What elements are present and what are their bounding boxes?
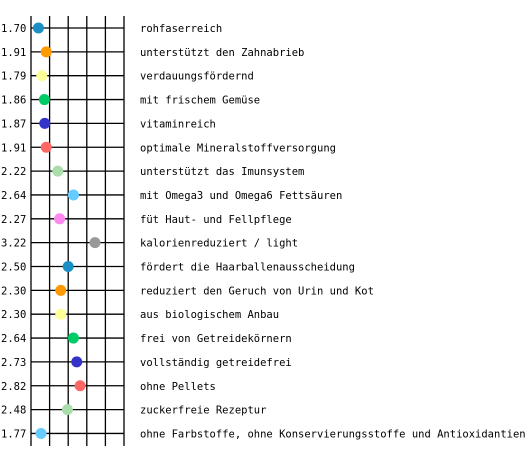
data-point	[61, 404, 73, 416]
data-points	[32, 22, 101, 439]
data-point	[67, 332, 79, 344]
value-label: 1.77	[1, 428, 26, 440]
category-label: verdauungsfördernd	[140, 71, 254, 83]
data-point	[89, 237, 101, 249]
data-point	[71, 356, 83, 368]
category-label: unterstützt den Zahnabrieb	[140, 47, 304, 59]
category-label: vitaminreich	[140, 118, 216, 130]
data-point	[67, 189, 79, 201]
category-label: mit frischem Gemüse	[140, 95, 260, 107]
value-label: 1.87	[1, 118, 26, 130]
value-label: 1.91	[1, 47, 26, 59]
category-label: ohne Farbstoffe, ohne Konservierungsstof…	[140, 428, 526, 440]
category-label: vollständig getreidefrei	[140, 357, 292, 369]
category-label: unterstützt das Imunsystem	[140, 166, 304, 178]
value-label: 2.73	[1, 357, 26, 369]
category-label: optimale Mineralstoffversorgung	[140, 142, 336, 154]
data-point	[38, 94, 50, 106]
value-label: 2.30	[1, 309, 26, 321]
data-point	[54, 213, 66, 225]
data-point	[32, 22, 44, 34]
category-label: kalorienreduziert / light	[140, 238, 298, 250]
value-label: 2.27	[1, 214, 26, 226]
category-label: ohne Pellets	[140, 381, 216, 393]
data-point	[74, 380, 86, 392]
value-label: 2.30	[1, 285, 26, 297]
category-label: aus biologischem Anbau	[140, 309, 279, 321]
category-label: rohfaserreich	[140, 23, 222, 35]
value-label: 2.48	[1, 405, 26, 417]
category-label: reduziert den Geruch von Urin und Kot	[140, 285, 374, 297]
value-label: 2.22	[1, 166, 26, 178]
value-label: 1.70	[1, 23, 26, 35]
value-label: 2.64	[1, 333, 26, 345]
value-label: 1.91	[1, 142, 26, 154]
data-point	[62, 261, 74, 272]
category-label: zuckerfreie Rezeptur	[140, 405, 266, 417]
category-label: frei von Getreidekörnern	[140, 333, 292, 345]
data-point	[40, 141, 52, 153]
value-label: 2.82	[1, 381, 26, 393]
data-point	[35, 427, 47, 439]
value-label: 3.22	[1, 238, 26, 250]
category-label: mit Omega3 und Omega6 Fettsäuren	[140, 190, 342, 202]
category-labels: rohfaserreich unterstützt den Zahnabrieb v…	[140, 23, 526, 440]
value-labels: 1.70 1.91 1.79 1.86 1.87 1.91 2.22 2.64 2.27 3.22…	[1, 23, 26, 440]
category-label: fördert die Haarballenausscheidung	[140, 262, 355, 274]
data-point	[55, 308, 67, 320]
data-point	[40, 46, 52, 58]
value-label: 2.50	[1, 262, 26, 274]
data-point	[39, 117, 51, 129]
data-point	[55, 284, 67, 296]
value-label: 1.79	[1, 71, 26, 83]
category-label: füt Haut- und Fellpflege	[140, 214, 292, 226]
data-point	[36, 70, 48, 82]
value-label: 1.86	[1, 95, 26, 107]
value-label: 2.64	[1, 190, 26, 202]
data-point	[52, 165, 64, 177]
